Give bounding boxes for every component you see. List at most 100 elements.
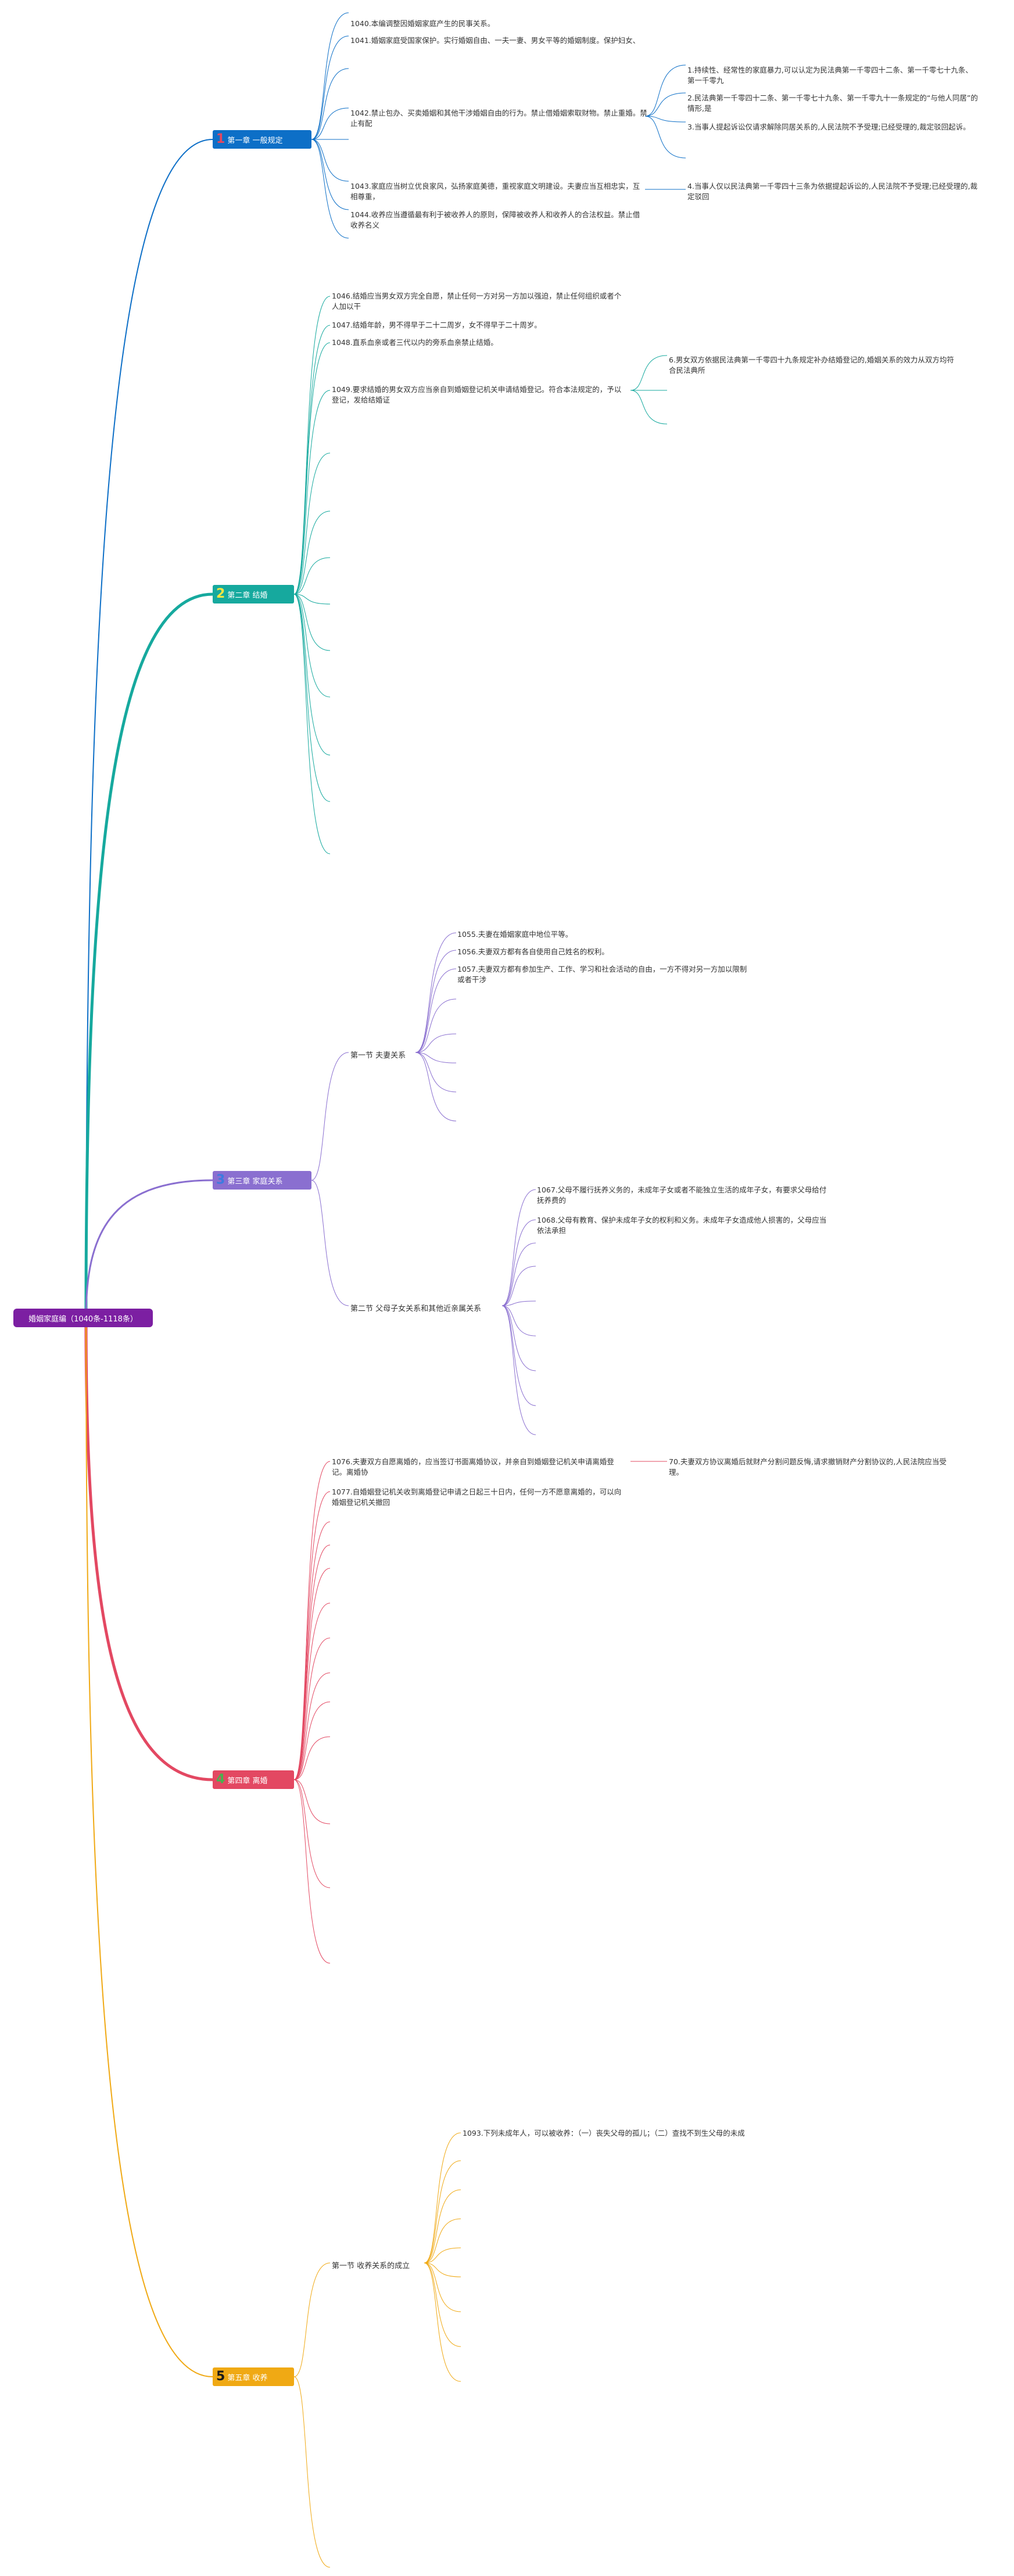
connector-72 <box>424 2218 461 2264</box>
connector-25 <box>293 594 331 605</box>
chapter-4-title: 第四章 离婚 <box>227 1776 268 1785</box>
connector-4 <box>85 1317 213 2377</box>
connector-26 <box>293 594 331 651</box>
interpretation-4[interactable]: 4.当事人仅以民法典第一千零四十三条为依据提起诉讼的,人民法院不予受理;已经受理… <box>687 182 978 201</box>
article-1076[interactable]: 1076.夫妻双方自愿离婚的，应当签订书面离婚协议，并亲自到婚姻登记机关申请离婚… <box>332 1457 614 1476</box>
article-1093[interactable]: 1093.下列未成年人，可以被收养：（一）丧失父母的孤儿；（二）查找不到生父母的… <box>463 2129 745 2137</box>
connector-15 <box>644 116 686 123</box>
chapter-3-title: 第三章 家庭关系 <box>227 1177 283 1186</box>
connector-36 <box>415 932 457 1053</box>
connector-12 <box>311 139 349 239</box>
chapter-5-number: 5 <box>216 2369 225 2384</box>
connector-60 <box>293 1672 331 1780</box>
root-node[interactable]: 婚姻家庭编（1040条-1118条） <box>13 1309 153 1327</box>
article-1056[interactable]: 1056.夫妻双方都有各自使用自己姓名的权利。 <box>457 947 609 956</box>
connector-61 <box>293 1701 331 1780</box>
connector-76 <box>424 2262 461 2347</box>
connector-56 <box>293 1544 331 1780</box>
article-1040[interactable]: 1040.本编调整因婚姻家庭产生的民事关系。 <box>350 19 495 28</box>
connector-7 <box>311 68 349 140</box>
connector-28 <box>293 594 331 756</box>
connector-41 <box>415 1052 457 1064</box>
article-1042[interactable]: 1042.禁止包办、买卖婚姻和其他干涉婚姻自由的行为。禁止借婚姻索取财物。禁止重… <box>350 109 647 128</box>
chapter-2-node[interactable]: 2 第二章 结婚 <box>213 585 294 603</box>
connector-47 <box>501 1266 536 1306</box>
interpretation-70[interactable]: 70.夫妻双方协议离婚后就财产分割问题反悔,请求撤销财产分割协议的,人民法院应当… <box>669 1457 947 1476</box>
article-1043[interactable]: 1043.家庭应当树立优良家风，弘扬家庭美德，重视家庭文明建设。夫妻应当互相忠实… <box>350 182 640 201</box>
interpretation-3[interactable]: 3.当事人提起诉讼仅请求解除同居关系的,人民法院不予受理;已经受理的,裁定驳回起… <box>687 123 970 131</box>
root-node-label: 婚姻家庭编（1040条-1118条） <box>28 1314 138 1324</box>
connector-38 <box>415 968 457 1053</box>
article-1048[interactable]: 1048.直系血亲或者三代以内的旁系血亲禁止结婚。 <box>332 338 498 347</box>
article-1067[interactable]: 1067.父母不履行抚养义务的，未成年子女或者不能独立生活的成年子女，有要求父母… <box>537 1185 827 1205</box>
article-1049[interactable]: 1049.要求结婚的男女双方应当亲自到婚姻登记机关申请结婚登记。符合本法规定的，… <box>332 385 622 404</box>
connector-29 <box>293 594 331 802</box>
connector-33 <box>630 390 668 425</box>
article-1047[interactable]: 1047.结婚年龄，男不得早于二十二周岁，女不得早于二十周岁。 <box>332 321 542 329</box>
section-parent-child-relations[interactable]: 第二节 父母子女关系和其他近亲属关系 <box>350 1305 482 1313</box>
connector-57 <box>293 1568 331 1780</box>
article-1077[interactable]: 1077.自婚姻登记机关收到离婚登记申请之日起三十日内，任何一方不愿意离婚的，可… <box>332 1488 622 1507</box>
connector-23 <box>293 511 331 595</box>
connector-27 <box>293 594 331 698</box>
connector-31 <box>630 355 668 391</box>
article-1057[interactable]: 1057.夫妻双方都有参加生产、工作、学习和社会活动的自由，一方不得对另一方加以… <box>457 965 747 984</box>
connector-70 <box>424 2160 461 2264</box>
chapter-4-node[interactable]: 4 第四章 离婚 <box>213 1770 294 1789</box>
chapter-1-node[interactable]: 1 第一章 一般规定 <box>213 130 311 149</box>
chapter-2-number: 2 <box>216 587 225 601</box>
connector-14 <box>644 92 686 117</box>
connector-45 <box>501 1219 536 1306</box>
article-1046[interactable]: 1046.结婚应当男女双方完全自愿，禁止任何一方对另一方加以强迫，禁止任何组织或… <box>332 292 622 311</box>
connector-58 <box>293 1603 331 1780</box>
connector-24 <box>293 557 331 595</box>
chapter-5-title: 第五章 收养 <box>227 2373 268 2383</box>
chapter-4-number: 4 <box>216 1772 225 1787</box>
article-1041[interactable]: 1041.婚姻家庭受国家保护。实行婚姻自由、一夫一妻、男女平等的婚姻制度。保护妇… <box>350 36 640 45</box>
article-1044[interactable]: 1044.收养应当遵循最有利于被收养人的原则，保障被收养人和收养人的合法权益。禁… <box>350 210 640 229</box>
connector-64 <box>293 1779 331 1888</box>
connector-18 <box>293 296 331 595</box>
chapter-5-node[interactable]: 5 第五章 收养 <box>213 2367 294 2386</box>
interpretation-2[interactable]: 2.民法典第一千零四十二条、第一千零七十九条、第一千零九十一条规定的“与他人同居… <box>687 94 978 113</box>
interpretation-1[interactable]: 1.持续性、经常性的家庭暴力,可以认定为民法典第一千零四十二条、第一千零七十九条… <box>687 66 973 85</box>
chapter-3-node[interactable]: 3 第三章 家庭关系 <box>213 1171 311 1190</box>
connector-3 <box>84 1317 213 1781</box>
connector-6 <box>311 35 349 140</box>
connector-46 <box>501 1242 536 1306</box>
connector-43 <box>415 1052 457 1122</box>
section-adoption-establishment[interactable]: 第一节 收养关系的成立 <box>332 2262 410 2270</box>
connector-13 <box>644 64 686 117</box>
connector-65 <box>293 1779 331 1964</box>
connector-34 <box>311 1052 349 1181</box>
article-1055[interactable]: 1055.夫妻在婚姻家庭中地位平等。 <box>457 930 573 939</box>
connector-20 <box>293 342 331 595</box>
connector-35 <box>311 1180 349 1306</box>
section-couple-relations[interactable]: 第一节 夫妻关系 <box>350 1051 406 1060</box>
connector-77 <box>424 2262 461 2382</box>
connector-62 <box>293 1736 331 1780</box>
connector-44 <box>501 1189 536 1306</box>
connector-71 <box>424 2189 461 2264</box>
connector-16 <box>644 116 686 159</box>
connector-10 <box>311 139 349 182</box>
connector-74 <box>424 2262 461 2277</box>
connector-51 <box>501 1305 536 1406</box>
connector-8 <box>311 107 349 140</box>
connector-42 <box>415 1052 457 1093</box>
connector-40 <box>415 1033 457 1053</box>
article-1068[interactable]: 1068.父母有教育、保护未成年子女的权利和义务。未成年子女造成他人损害的，父母… <box>537 1216 827 1235</box>
connector-52 <box>501 1305 536 1435</box>
connector-48 <box>501 1300 536 1306</box>
connector-1 <box>84 592 213 1318</box>
connector-67 <box>293 2262 331 2377</box>
chapter-2-title: 第二章 结婚 <box>227 591 268 600</box>
connector-75 <box>424 2262 461 2312</box>
connector-11 <box>311 139 349 210</box>
connector-0 <box>85 139 213 1318</box>
connector-37 <box>415 950 457 1053</box>
connector-63 <box>293 1779 331 1824</box>
interpretation-6[interactable]: 6.男女双方依据民法典第一千零四十九条规定补办结婚登记的,婚姻关系的效力从双方均… <box>669 355 954 375</box>
